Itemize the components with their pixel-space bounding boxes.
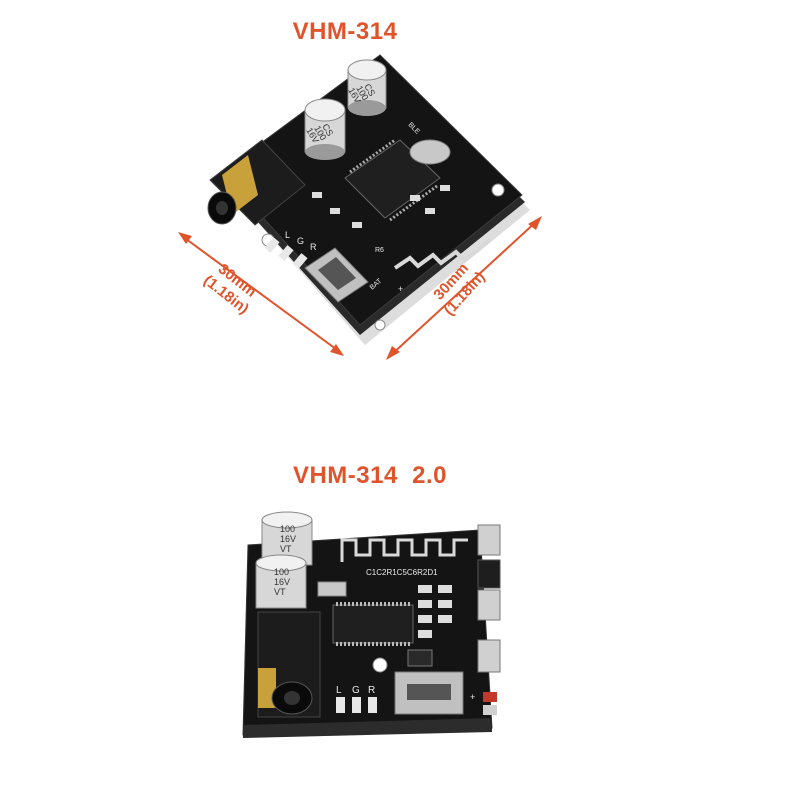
chip-pins [349,138,396,174]
silk-r6: R6 [375,247,384,254]
smd-component [425,208,435,214]
crystal-oscillator [409,139,451,165]
capacitor-2: CS 100 16V [304,98,346,160]
header-label-l: L [285,230,290,240]
micro-usb-opening [318,257,356,290]
smd-component [410,195,420,201]
capacitor-1: CS 100 16V [346,59,387,116]
smd-component [330,208,340,214]
dimension-arrow-left [178,232,344,356]
mounting-hole [491,183,505,197]
smd-component [440,185,450,191]
silk-plus: + [398,284,403,294]
product-title-vhm314-v2: VHM-314 2.0 [292,462,448,489]
bluetooth-antenna-trace [393,238,492,270]
header-pad [278,245,294,261]
header-pad [292,253,308,269]
smd-component [312,192,322,198]
header-pad [264,237,280,253]
header-label-g: G [297,236,304,246]
audio-jack-hole [216,201,228,215]
dimension-arrow-right [386,216,542,360]
product-title-vhm314: VHM-314 [292,18,398,45]
header-label-r: R [310,242,317,252]
smd-component [352,222,362,228]
chip-pins [389,184,438,222]
mounting-hole [374,319,386,331]
